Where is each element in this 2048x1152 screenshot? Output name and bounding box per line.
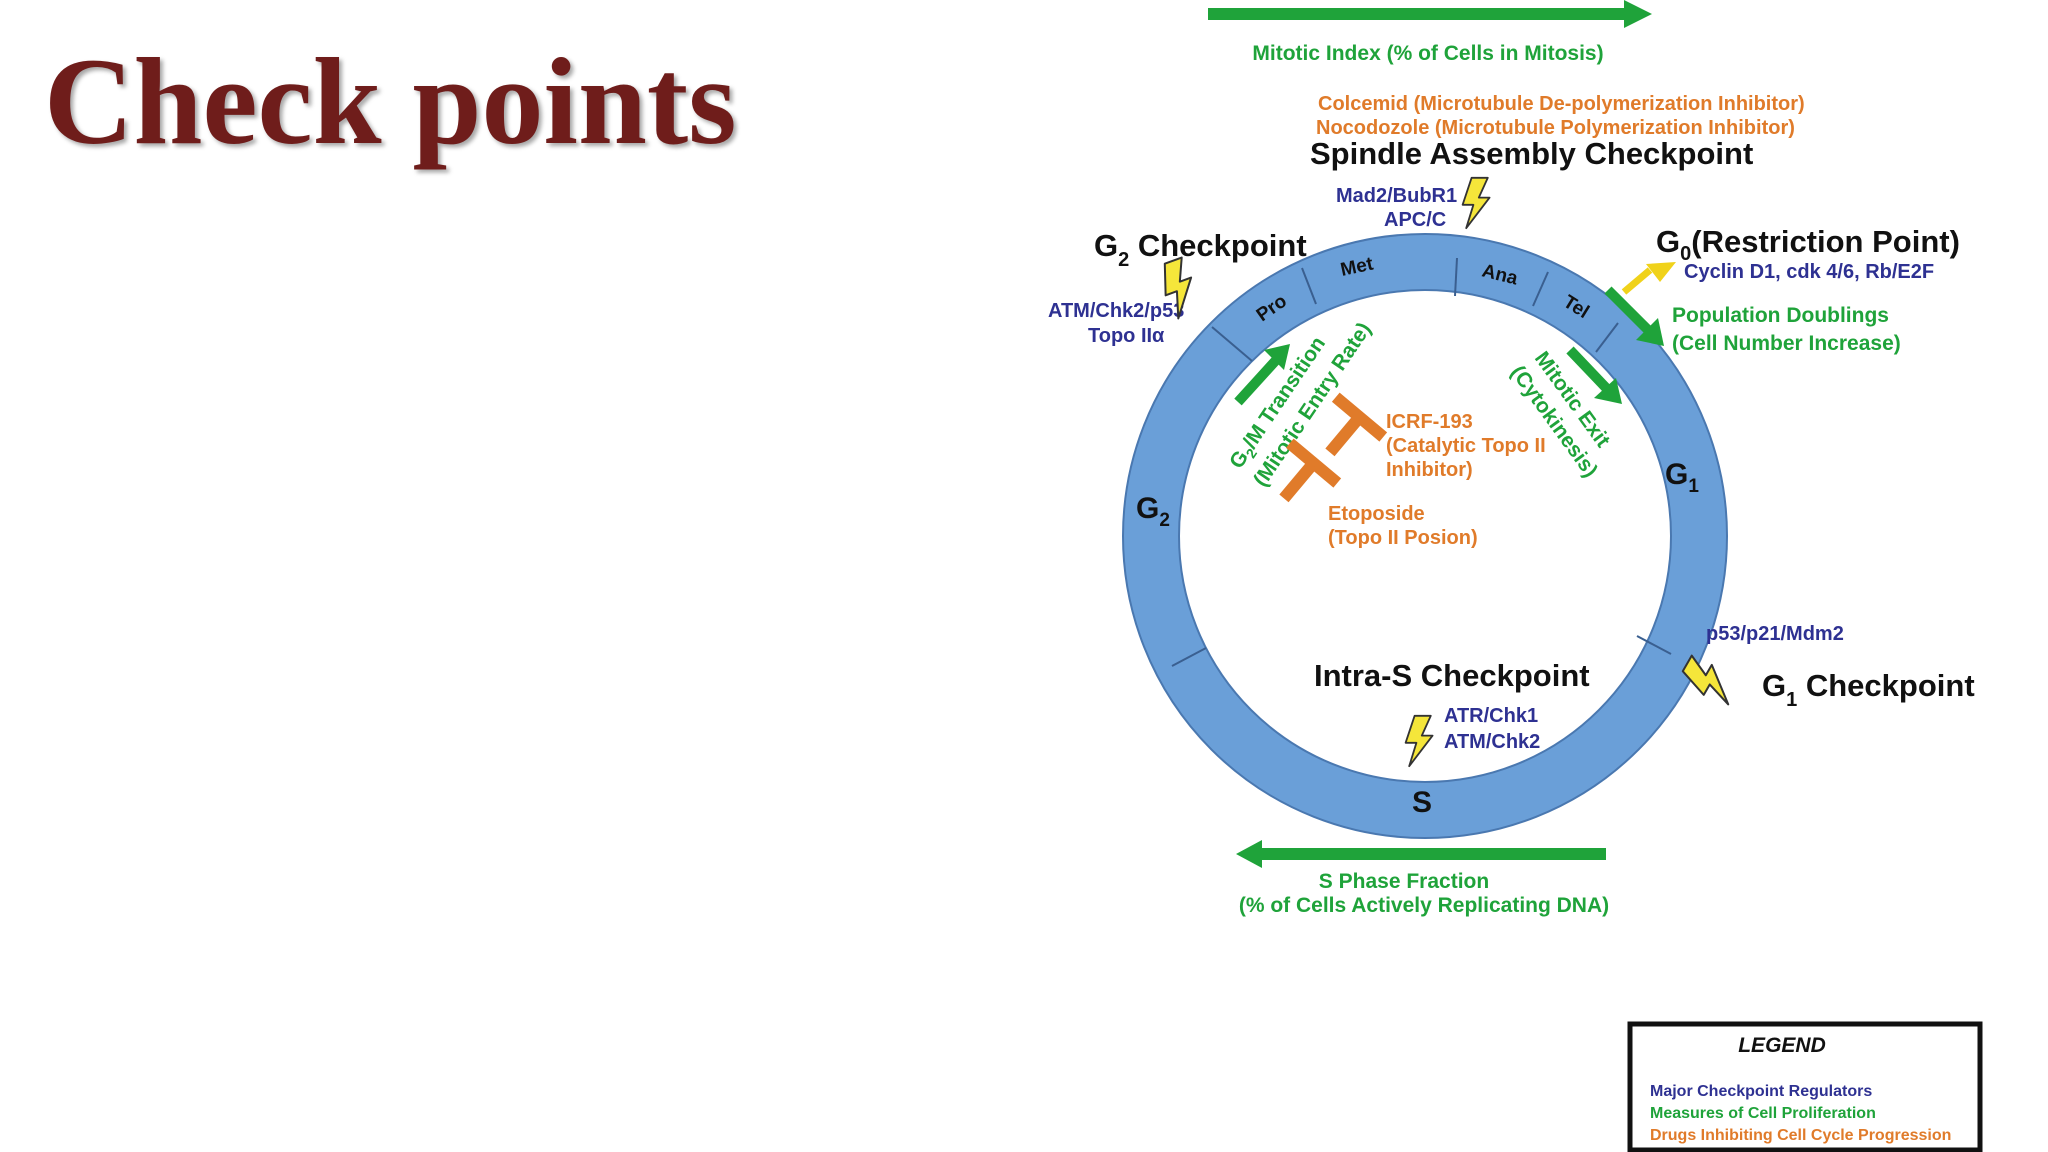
icrf-label: ICRF-193 [1386,411,1473,433]
spindle-regulator-2: APC/C [1384,209,1446,231]
legend-item-drugs: Drugs Inhibiting Cell Cycle Progression [1650,1127,1951,1144]
spindle-bolt-icon [1461,176,1491,230]
intra-s-checkpoint-label: Intra-S Checkpoint [1314,658,1590,693]
mitotic-index-arrow [1208,0,1652,28]
g2-regulator-1: ATM/Chk2/p53 [1048,300,1184,322]
phase-label-g1: G1 [1665,458,1699,497]
phase-dividers [1171,257,1672,667]
mitotic-exit-arrow-icon [1566,346,1622,404]
icrf-sub-2: Inhibitor) [1386,459,1473,481]
legend-title: LEGEND [1738,1034,1826,1057]
icrf-sub-1: (Catalytic Topo II [1386,435,1546,457]
icrf-inhibitor-icon [1325,392,1388,457]
population-arrow-icon [1604,286,1664,346]
s-phase-fraction-sub: (% of Cells Actively Replicating DNA) [1239,894,1609,917]
phase-label-g2: G2 [1136,492,1170,531]
population-doublings-label: Population Doublings [1672,304,1889,327]
g2-regulator-2: Topo IIα [1088,325,1165,347]
legend-item-regulators: Major Checkpoint Regulators [1650,1083,1872,1100]
g0-restriction-label: G0(Restriction Point) [1656,224,1960,265]
etoposide-inhibitor-icon [1279,438,1342,503]
g1-checkpoint-label: G1 Checkpoint [1762,668,1975,711]
cell-cycle-ring [1122,233,1728,839]
g0-regulators: Cyclin D1, cdk 4/6, Rb/E2F [1684,261,1934,283]
intra-s-regulator-1: ATR/Chk1 [1444,705,1538,727]
legend: LEGEND Major Checkpoint Regulators Measu… [1627,1021,1983,1152]
g2-checkpoint-label: G2 Checkpoint [1094,228,1307,271]
s-phase-fraction-label: S Phase Fraction [1319,870,1489,893]
slide-title: Check points [44,33,737,170]
s-phase-arrow [1236,840,1606,868]
mitotic-index-label: Mitotic Index (% of Cells in Mitosis) [1252,42,1603,65]
nocodazole-label: Nocodozole (Microtubule Polymerization I… [1316,117,1795,139]
spindle-regulator-1: Mad2/BubR1 [1336,185,1457,207]
population-doublings-sub: (Cell Number Increase) [1672,332,1901,355]
etoposide-label: Etoposide [1328,503,1425,525]
intra-s-bolt-icon [1404,714,1434,768]
spindle-checkpoint-label: Spindle Assembly Checkpoint [1310,136,1753,171]
intra-s-regulator-2: ATM/Chk2 [1444,731,1540,753]
colcemid-label: Colcemid (Microtubule De-polymerization … [1318,93,1805,115]
g0-arrow-icon [1621,262,1676,295]
phase-label-s: S [1412,786,1432,819]
legend-item-proliferation: Measures of Cell Proliferation [1650,1105,1876,1122]
g2m-arrow-icon [1234,344,1290,406]
g1-regulators: p53/p21/Mdm2 [1706,623,1844,645]
etoposide-sub: (Topo II Posion) [1328,527,1478,549]
